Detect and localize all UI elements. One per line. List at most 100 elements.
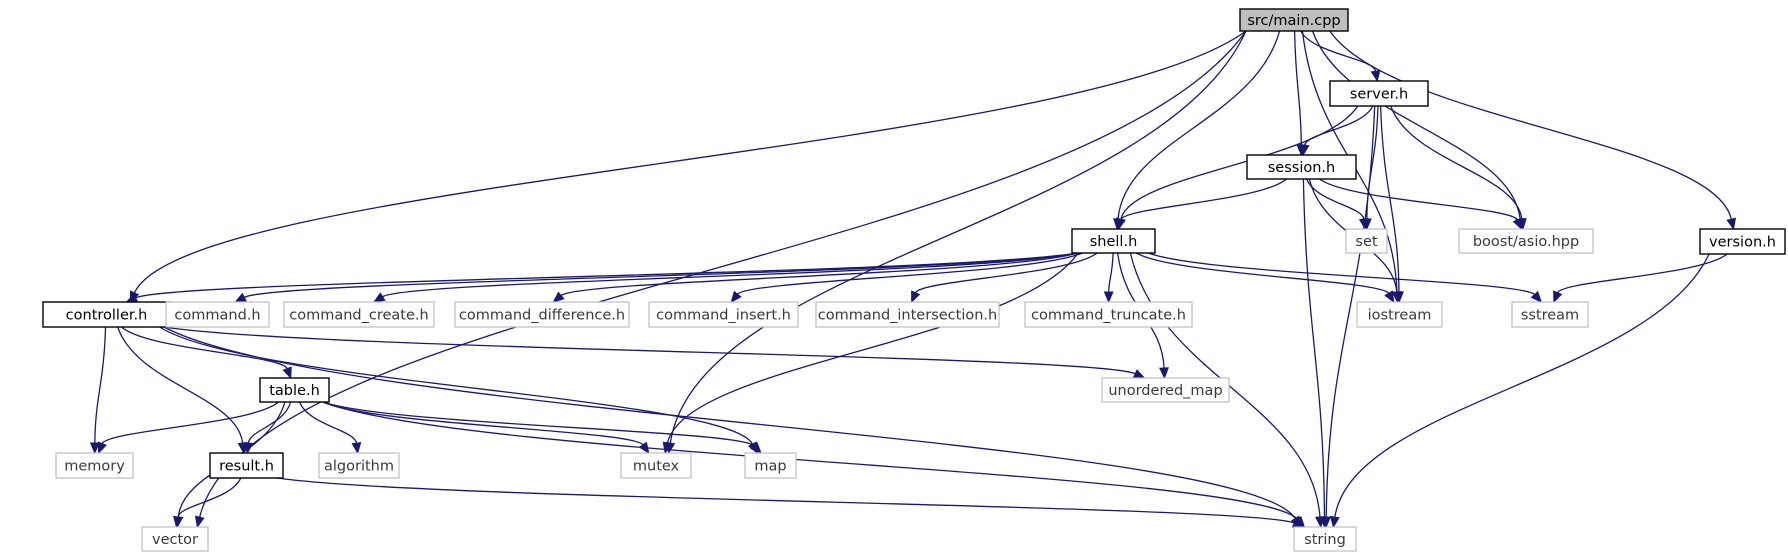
node-box-controller — [42, 301, 171, 328]
edge-session-to-string — [1302, 178, 1326, 518]
node-box-command_intersection — [815, 301, 1000, 328]
arrowhead-version-to-string — [1330, 515, 1340, 529]
node-box-map — [744, 452, 797, 479]
node-result[interactable]: result.h — [209, 452, 284, 479]
edge-table-to-memory — [101, 401, 279, 445]
arrowhead-controller-to-table — [282, 366, 292, 380]
edge-server-to-iostream — [1379, 105, 1400, 293]
edge-server-to-set — [1366, 105, 1379, 220]
node-label-asio: boost/asio.hpp — [1473, 234, 1579, 250]
edge-shell-to-command_intersection — [914, 252, 1098, 294]
node-box-server — [1329, 80, 1429, 107]
arrowhead-shell-to-command_insert — [730, 290, 742, 304]
edge-server-to-session — [1303, 105, 1374, 146]
edge-table-to-result — [247, 401, 292, 444]
node-label-command_difference: command_difference.h — [459, 308, 625, 324]
arrowhead-shell-to-command_create — [372, 292, 386, 303]
node-label-iostream: iostream — [1368, 308, 1432, 324]
edge-server-to-asio — [1390, 105, 1523, 220]
arrowhead-shell-to-unordered_map — [1159, 367, 1169, 380]
node-memory: memory — [55, 452, 134, 479]
node-box-sstream — [1511, 301, 1589, 328]
node-label-memory: memory — [64, 459, 125, 475]
edge-session-to-asio — [1319, 178, 1519, 221]
node-version[interactable]: version.h — [1699, 228, 1786, 255]
edge-controller-to-table — [121, 326, 288, 370]
edge-shell-to-command_insert — [737, 252, 1083, 295]
arrowhead-version-to-sstream — [1553, 290, 1563, 304]
arrowhead-session-to-shell — [1116, 217, 1126, 231]
node-sstream: sstream — [1511, 301, 1589, 328]
edge-controller-to-map — [159, 326, 754, 445]
arrowhead-table-to-algorithm — [351, 441, 362, 455]
node-main[interactable]: src/main.cpp — [1239, 8, 1349, 32]
arrowhead-shell-to-string — [1315, 516, 1325, 529]
edge-version-to-sstream — [1556, 253, 1728, 294]
arrowhead-controller-to-memory — [89, 442, 100, 455]
node-label-command: command.h — [174, 308, 260, 324]
node-asio: boost/asio.hpp — [1458, 228, 1594, 254]
edge-controller-to-string — [163, 326, 1296, 519]
edge-main-to-version — [1329, 30, 1732, 220]
edge-server-to-string — [1325, 105, 1376, 518]
node-command_truncate: command_truncate.h — [1024, 301, 1193, 328]
node-box-mutex — [620, 452, 692, 479]
node-box-unordered_map — [1101, 377, 1230, 403]
edge-shell-to-command_difference — [560, 252, 1079, 297]
node-command_intersection: command_intersection.h — [815, 301, 1000, 328]
edge-table-to-string — [322, 401, 1299, 520]
edge-shell-to-mutex — [666, 252, 1079, 444]
node-label-mutex: mutex — [633, 459, 680, 475]
node-label-sstream: sstream — [1521, 308, 1579, 324]
arrowhead-controller-to-unordered_map — [1132, 369, 1146, 379]
edge-controller-to-result — [117, 326, 244, 444]
node-label-shell: shell.h — [1090, 234, 1138, 250]
node-box-string — [1293, 526, 1357, 552]
nodes-layer: src/main.cpp server.h session.h shell.h vers… — [42, 8, 1786, 552]
node-label-session: session.h — [1268, 160, 1335, 176]
edge-session-to-shell — [1120, 178, 1287, 221]
node-command_difference: command_difference.h — [454, 301, 630, 328]
node-label-set: set — [1355, 234, 1377, 250]
edge-table-to-algorithm — [299, 401, 358, 444]
node-label-controller: controller.h — [66, 308, 148, 324]
node-label-algorithm: algorithm — [324, 459, 394, 475]
node-label-command_truncate: command_truncate.h — [1031, 308, 1186, 324]
node-controller[interactable]: controller.h — [42, 301, 171, 328]
node-box-set — [1345, 228, 1388, 254]
node-session[interactable]: session.h — [1246, 154, 1357, 180]
edge-main-to-server — [1300, 30, 1377, 72]
edge-controller-to-memory — [94, 326, 107, 444]
node-box-memory — [55, 452, 134, 479]
node-label-command_create: command_create.h — [289, 308, 428, 324]
arrowhead-main-to-version — [1726, 217, 1737, 231]
arrowhead-shell-to-command — [234, 292, 248, 303]
edge-main-to-mutex — [669, 30, 1247, 444]
node-box-table — [259, 377, 330, 403]
edge-shell-to-string — [1129, 252, 1321, 518]
node-box-asio — [1458, 228, 1594, 254]
arrowhead-main-to-vector — [194, 515, 205, 529]
arrowhead-session-to-set — [1358, 217, 1369, 231]
node-shell[interactable]: shell.h — [1071, 228, 1156, 254]
node-label-map: map — [754, 459, 786, 475]
node-box-command_difference — [454, 301, 630, 328]
node-string: string — [1293, 526, 1357, 552]
arrowhead-server-to-session — [1299, 143, 1310, 157]
node-label-unordered_map: unordered_map — [1108, 383, 1222, 399]
arrowhead-main-to-server — [1370, 69, 1381, 83]
node-server[interactable]: server.h — [1329, 80, 1429, 107]
edge-result-to-vector — [177, 477, 242, 518]
arrowhead-shell-to-command_truncate — [1103, 291, 1114, 304]
node-map: map — [744, 452, 797, 479]
node-box-iostream — [1356, 301, 1443, 328]
node-label-vector: vector — [152, 532, 198, 548]
node-box-version — [1699, 228, 1786, 255]
node-box-algorithm — [318, 452, 400, 479]
arrowhead-table-to-map — [750, 441, 762, 454]
arrowhead-shell-to-command_difference — [552, 291, 565, 303]
node-label-version: version.h — [1709, 235, 1776, 251]
node-box-session — [1246, 154, 1357, 180]
node-table[interactable]: table.h — [259, 377, 330, 403]
edge-main-to-asio — [1311, 30, 1521, 220]
